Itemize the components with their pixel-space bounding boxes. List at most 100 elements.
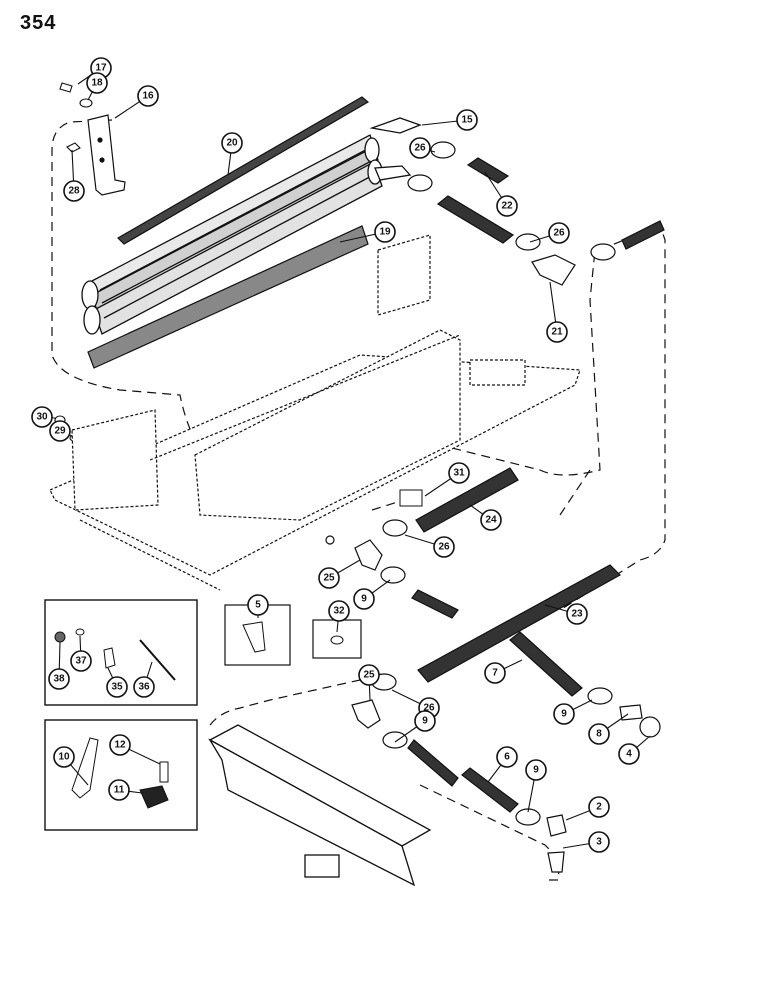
callout-label: 25 xyxy=(363,670,375,681)
callout-label: 16 xyxy=(142,91,154,102)
callout-3: 3 xyxy=(562,831,610,853)
callout-18: 18 xyxy=(86,72,108,101)
callout-circle xyxy=(48,668,70,690)
seal-strips xyxy=(87,96,370,369)
callout-21: 21 xyxy=(546,281,568,343)
callout-26: 26 xyxy=(404,534,455,558)
callout-label: 23 xyxy=(571,609,583,620)
callout-label: 9 xyxy=(561,709,567,720)
callout-circle xyxy=(546,321,568,343)
callout-label: 37 xyxy=(75,656,87,667)
callout-36: 36 xyxy=(133,661,155,698)
callout-circle xyxy=(618,743,640,765)
callout-29: 29 xyxy=(49,420,73,442)
callout-circle xyxy=(318,567,340,589)
callout-circle xyxy=(448,462,470,484)
callout-label: 2 xyxy=(596,802,602,813)
callout-11: 11 xyxy=(108,779,143,801)
callout-label: 30 xyxy=(36,412,48,423)
callout-label: 9 xyxy=(422,716,428,727)
callout-label: 10 xyxy=(58,752,70,763)
callout-16: 16 xyxy=(114,85,159,119)
callout-circle xyxy=(108,779,130,801)
small-hardware xyxy=(54,82,93,442)
callout-38: 38 xyxy=(48,641,70,690)
callout-label: 19 xyxy=(379,227,391,238)
callout-23: 23 xyxy=(544,603,588,625)
callout-31: 31 xyxy=(424,462,470,497)
callout-label: 22 xyxy=(501,201,513,212)
callout-8: 8 xyxy=(588,713,629,745)
callout-label: 32 xyxy=(333,606,345,617)
callout-label: 26 xyxy=(423,703,435,714)
callout-circle xyxy=(374,221,396,243)
callout-12: 12 xyxy=(109,734,161,765)
callout-2: 2 xyxy=(565,796,610,821)
callout-circle xyxy=(106,676,128,698)
callout-label: 20 xyxy=(226,138,238,149)
callout-35: 35 xyxy=(106,667,128,698)
callout-circle xyxy=(31,406,53,428)
callout-label: 26 xyxy=(553,228,565,239)
callout-label: 18 xyxy=(91,78,103,89)
inset-box-plug xyxy=(312,619,362,659)
callout-9: 9 xyxy=(553,699,593,725)
callout-circle xyxy=(109,734,131,756)
callout-15: 15 xyxy=(421,109,478,131)
callout-circle xyxy=(480,509,502,531)
callout-26: 26 xyxy=(529,222,570,244)
callout-circle xyxy=(548,222,570,244)
callout-label: 17 xyxy=(95,63,107,74)
callout-circle xyxy=(133,676,155,698)
callout-circle xyxy=(496,746,518,768)
callout-circle xyxy=(353,588,375,610)
callout-circle xyxy=(433,536,455,558)
callout-circle xyxy=(525,759,547,781)
callout-26: 26 xyxy=(409,137,436,159)
callout-label: 28 xyxy=(68,186,80,197)
callout-5: 5 xyxy=(247,594,269,618)
tag-31 xyxy=(399,489,423,507)
callout-circle xyxy=(588,723,610,745)
shroud-frame xyxy=(49,234,581,591)
inset-box-bottom xyxy=(44,719,198,831)
callout-20: 20 xyxy=(221,132,243,176)
callout-label: 25 xyxy=(323,573,335,584)
callout-circle xyxy=(63,180,85,202)
callout-28: 28 xyxy=(63,149,85,202)
callout-9: 9 xyxy=(525,759,547,813)
callout-10: 10 xyxy=(53,746,89,786)
callout-circle xyxy=(137,85,159,107)
mounting-bracket xyxy=(87,114,126,196)
callout-label: 35 xyxy=(111,682,123,693)
callout-label: 3 xyxy=(596,837,602,848)
callout-circle xyxy=(496,195,518,217)
callout-22: 22 xyxy=(484,171,518,217)
callout-label: 11 xyxy=(114,785,125,796)
callout-19: 19 xyxy=(339,221,396,243)
callout-label: 12 xyxy=(114,740,126,751)
callout-label: 26 xyxy=(414,143,426,154)
callout-24: 24 xyxy=(469,504,502,531)
callout-label: 6 xyxy=(504,752,510,763)
callout-9: 9 xyxy=(353,579,391,610)
radiator-tank xyxy=(208,724,432,887)
page-number: 354 xyxy=(20,12,57,34)
callout-label: 15 xyxy=(461,115,473,126)
callout-circle xyxy=(70,650,92,672)
callout-circle xyxy=(588,831,610,853)
callout-label: 8 xyxy=(596,729,602,740)
callout-label: 9 xyxy=(533,765,539,776)
callout-9: 9 xyxy=(394,710,436,743)
callout-30: 30 xyxy=(31,406,56,428)
callout-6: 6 xyxy=(487,746,518,783)
callout-circle xyxy=(247,594,269,616)
callout-circle xyxy=(53,746,75,768)
inset-box-top xyxy=(44,599,198,706)
callout-circle xyxy=(414,710,436,732)
radiator-core xyxy=(81,117,422,335)
callout-circle xyxy=(49,420,71,442)
callout-label: 31 xyxy=(453,468,465,479)
callout-25: 25 xyxy=(318,559,361,589)
